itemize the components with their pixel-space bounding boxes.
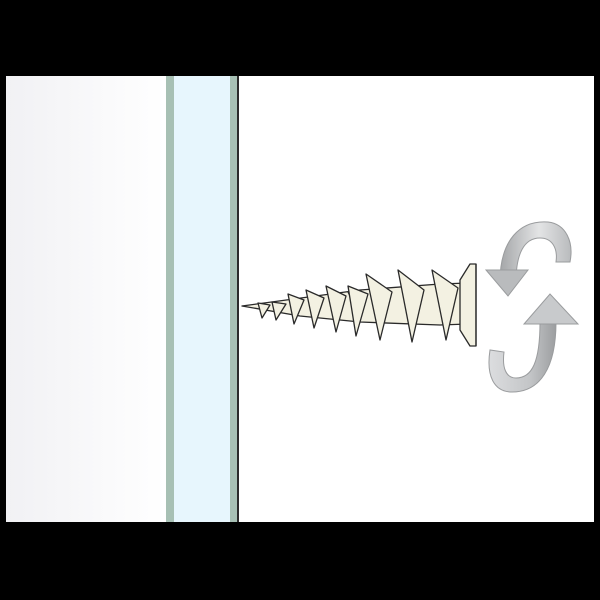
self-drilling-drywall-anchor-icon xyxy=(241,263,477,347)
rotate-clockwise-icon xyxy=(484,221,580,393)
drywall-section xyxy=(166,76,239,522)
wall-face xyxy=(6,76,166,522)
